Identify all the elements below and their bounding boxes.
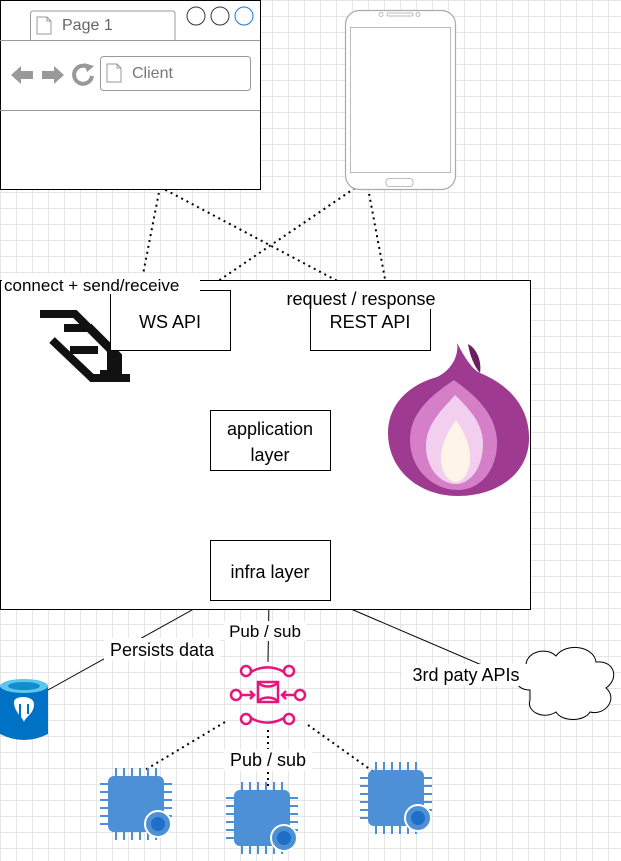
persists-label-bg (104, 638, 220, 660)
connect-send-receive-label: connect + send/receive (4, 276, 179, 295)
back-arrow-icon[interactable] (11, 66, 33, 84)
edge-phone-to-ws (204, 187, 356, 291)
smartphone-icon (344, 9, 457, 191)
cloud-icon (515, 647, 615, 720)
page-icon (36, 16, 52, 35)
infra-layer-label: infra layer (230, 562, 309, 582)
pub-sub-bottom-label: Pub / sub (230, 750, 306, 770)
forward-arrow-icon[interactable] (42, 66, 64, 84)
iot-chip-icon (225, 781, 299, 855)
edge-phone-to-rest (367, 187, 389, 296)
pubsub-top-label-bg (224, 621, 306, 641)
request-label-bg (278, 287, 444, 309)
request-response-label: request / response (286, 289, 435, 309)
edge-browser-to-rest (159, 186, 346, 286)
window-close-button[interactable] (234, 6, 254, 26)
address-bar[interactable] (100, 56, 251, 91)
postgres-database-icon (0, 679, 48, 740)
window-maximize-button[interactable] (210, 6, 230, 26)
node-application-layer: application layer (210, 410, 331, 471)
pubsub-bottom-label-bg (224, 749, 312, 771)
edge-browser-to-ws (137, 186, 161, 301)
pub-sub-top-label: Pub / sub (229, 622, 301, 641)
edge-labels: connect + send/receive request / respons… (2, 274, 444, 771)
rest-api-label: REST API (330, 312, 411, 332)
pubsub-hub-icon (229, 664, 307, 726)
reload-icon[interactable] (72, 63, 94, 86)
ws-api-label: WS API (139, 312, 201, 332)
browser-tab-title: Page 1 (62, 17, 113, 34)
browser-tab[interactable] (30, 10, 176, 40)
window-minimize-button[interactable] (186, 6, 206, 26)
connect-label-bg (2, 274, 200, 294)
url-page-icon (106, 63, 122, 83)
iot-chip-icon (99, 767, 173, 841)
tor-onion-icon (388, 343, 530, 496)
third-party-label-bg (402, 664, 530, 686)
node-ws-api: WS API (110, 290, 231, 351)
address-bar-text: Client (132, 65, 173, 82)
edge-hub-to-chip-1 (144, 721, 226, 771)
application-layer-label-1: application (227, 419, 313, 439)
iot-chip-icon (359, 761, 433, 835)
node-infra-layer: infra layer (210, 540, 331, 601)
third-party-apis-label: 3rd paty APIs (412, 665, 519, 685)
browser-window: Page 1 Client (0, 0, 261, 190)
persists-data-label: Persists data (110, 640, 215, 660)
reload-icon-head (84, 63, 94, 72)
application-layer-label-2: layer (250, 445, 289, 465)
edge-hub-to-chip-3 (307, 724, 379, 776)
